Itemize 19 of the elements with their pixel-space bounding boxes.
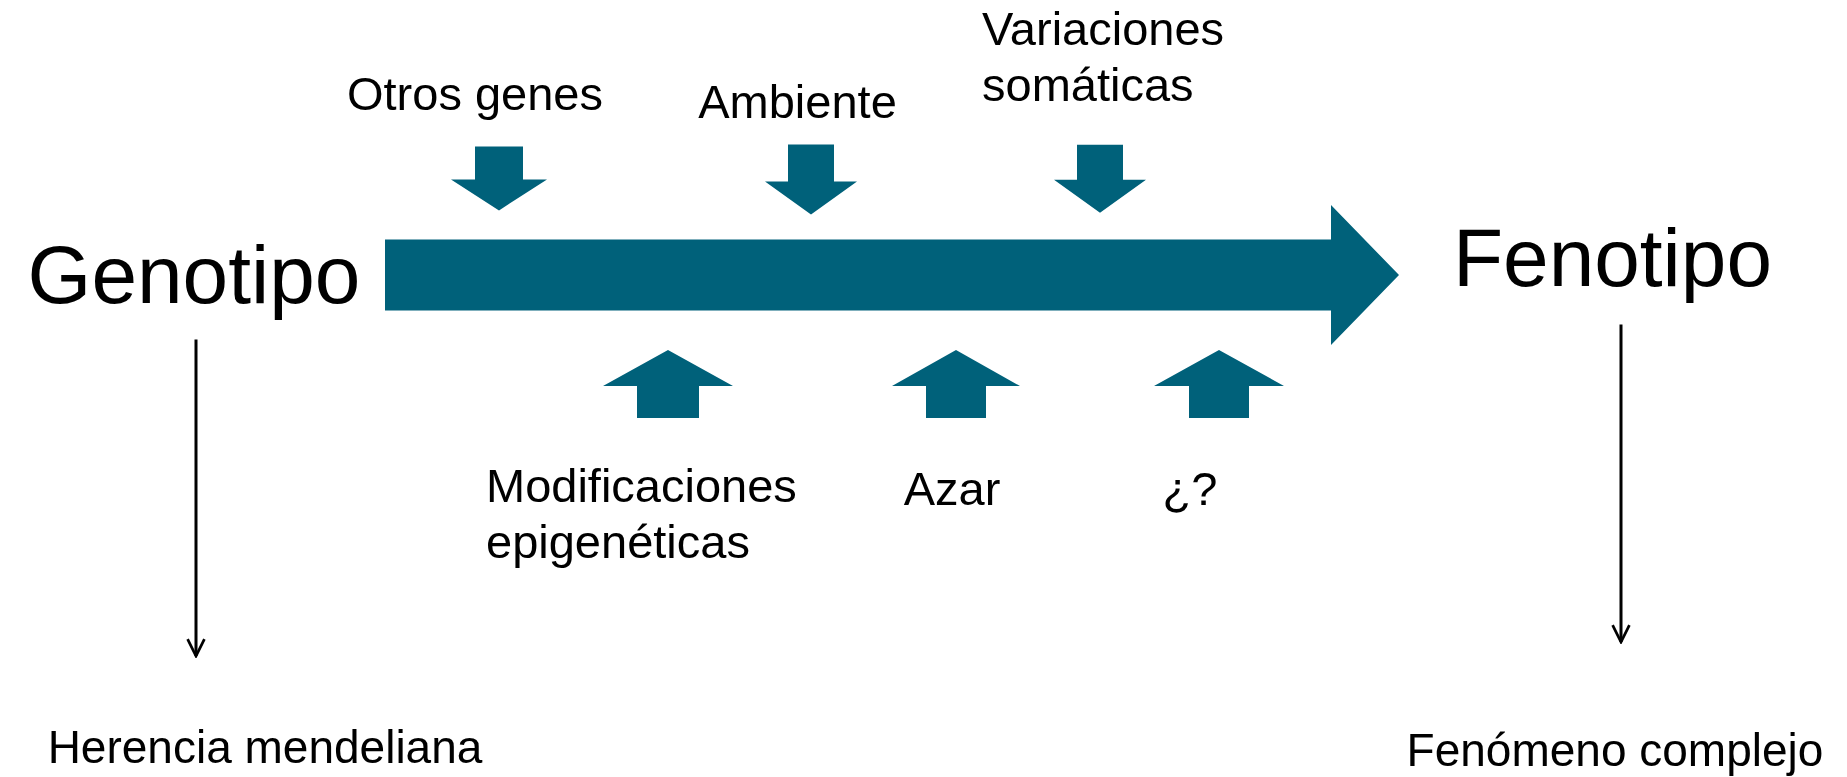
label-text: Fenómeno complejo: [1405, 723, 1825, 777]
label-text: Herencia mendeliana: [46, 720, 484, 775]
label-text: Otros genes: [346, 66, 604, 122]
block-arrow: [1154, 350, 1284, 418]
label-text: Ambiente: [697, 74, 898, 130]
label-text: Modificaciones epigenéticas: [486, 458, 798, 571]
block-arrow: [1054, 144, 1146, 213]
label-text: Genotipo: [26, 228, 362, 322]
arrow: [1611, 324, 1631, 644]
block-arrow: [385, 205, 1399, 345]
block-arrow: [451, 146, 547, 211]
arrow: [186, 339, 206, 658]
block-arrow: [765, 144, 857, 215]
block-arrow: [603, 350, 733, 418]
label-text: ¿?: [1161, 461, 1219, 517]
block-arrow: [892, 350, 1020, 418]
label-text: Variaciones somáticas: [982, 1, 1226, 114]
label-text: Fenotipo: [1451, 211, 1774, 305]
label-text: Azar: [902, 461, 1002, 517]
